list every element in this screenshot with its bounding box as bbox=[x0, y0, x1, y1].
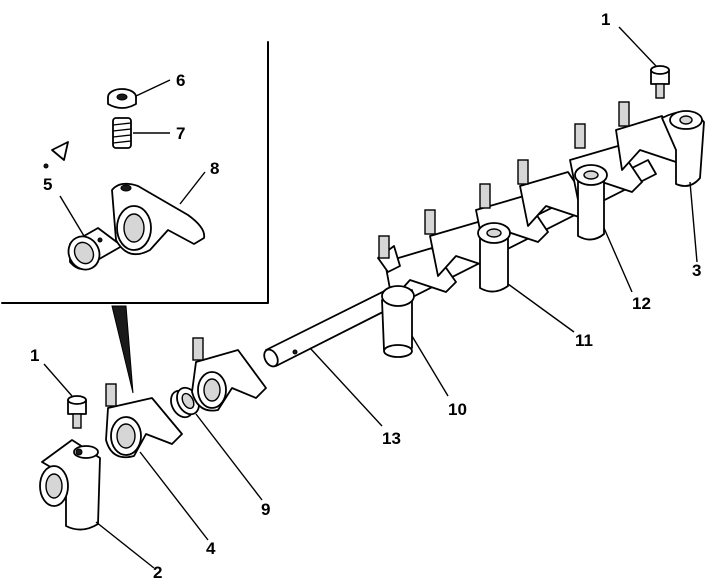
callout-12: 12 bbox=[632, 294, 651, 313]
callout-3: 3 bbox=[692, 261, 701, 280]
callout-5: 5 bbox=[43, 175, 52, 194]
callout-1-top: 1 bbox=[601, 10, 610, 29]
rocker-arm-4 bbox=[105, 383, 183, 459]
adjusting-screw-7 bbox=[112, 117, 132, 149]
bushing-5 bbox=[67, 227, 123, 271]
callout-2: 2 bbox=[153, 563, 162, 580]
leader-lines bbox=[43, 26, 698, 569]
callout-6: 6 bbox=[176, 71, 185, 90]
rocker-arm-left-second bbox=[191, 337, 267, 412]
pivot-cap-small bbox=[43, 141, 69, 169]
callout-1-left: 1 bbox=[30, 346, 39, 365]
rocker-shaft-end-support-2 bbox=[39, 439, 101, 531]
rocker-arm-group-right bbox=[377, 101, 687, 301]
inset-pointer-arrow bbox=[111, 305, 134, 394]
callout-4: 4 bbox=[206, 539, 216, 558]
callout-10: 10 bbox=[448, 400, 467, 419]
bolt-1-top bbox=[650, 65, 670, 99]
rocker-shaft-support-10 bbox=[381, 285, 415, 358]
inset-frame bbox=[1, 41, 269, 304]
rocker-arm-8 bbox=[111, 182, 206, 256]
rocker-shaft-support-12 bbox=[574, 164, 608, 241]
callout-9: 9 bbox=[261, 500, 270, 519]
rocker-shaft-support-11 bbox=[477, 222, 511, 293]
rocker-shaft-end-support-3 bbox=[661, 110, 705, 187]
callout-11: 11 bbox=[575, 331, 593, 350]
callout-7: 7 bbox=[176, 124, 185, 143]
bolt-1-left bbox=[67, 395, 87, 429]
adjusting-nut-6 bbox=[107, 88, 137, 109]
callout-8: 8 bbox=[210, 159, 219, 178]
callout-13: 13 bbox=[382, 429, 401, 448]
